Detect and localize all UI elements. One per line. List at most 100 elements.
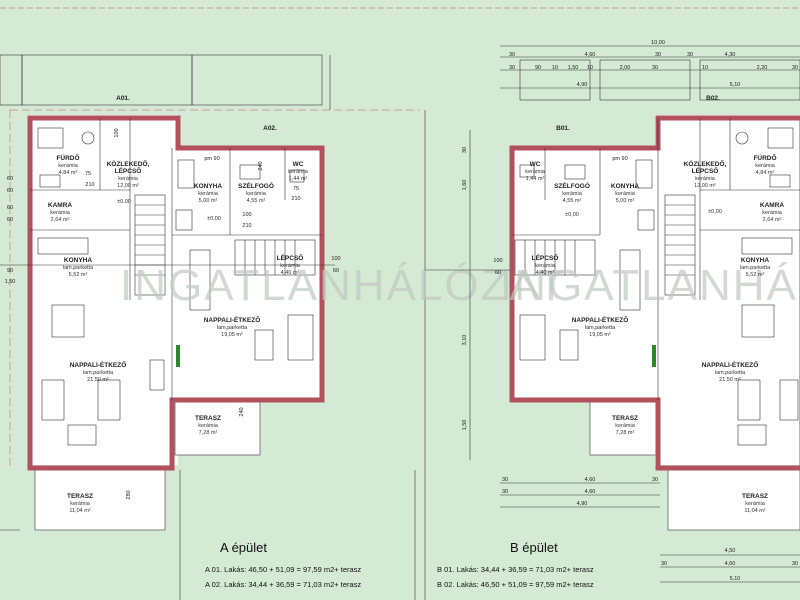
pm-90-a: pm 90 — [204, 156, 219, 162]
stairs-a — [134, 194, 316, 296]
dim-510-bot: 5,10 — [730, 576, 741, 582]
room-konyha-b2-area: 5,52 m² — [746, 272, 765, 278]
dim-100-c: 100 — [242, 212, 251, 218]
caption-b01: B 01. Lakás: 34,44 + 36,59 = 71,03 m2+ t… — [437, 565, 594, 574]
dim-240-t: 240 — [239, 407, 245, 416]
dim-10a: 10 — [552, 65, 558, 71]
room-wc-b: WC — [530, 161, 541, 168]
room-furdo-a-area: 4,84 m² — [59, 170, 78, 176]
watermark-b: INGATLANHÁLÓZAT — [500, 261, 800, 310]
dim-160: 1,60 — [462, 180, 468, 191]
room-wc-a: WC — [293, 161, 304, 168]
dim-490-bot: 4,90 — [577, 501, 588, 507]
room-nappali-a-area: 21,50 m² — [87, 377, 109, 383]
level-b1: ±0,00 — [565, 212, 579, 218]
dim-75a: 75 — [85, 171, 91, 177]
room-kozlekedo-b: KÖZLEKEDŐ, — [684, 159, 727, 168]
unit-b02: B02. — [706, 95, 720, 102]
dim-310: 3,10 — [462, 335, 468, 346]
room-terasz-a-area: 11,04 m² — [69, 508, 90, 514]
room-kamra-a-area: 2,64 m² — [51, 217, 70, 223]
dim-450: 4,50 — [725, 548, 736, 554]
room-lepcso-a2-area: 4,40 m² — [281, 270, 300, 276]
room-lepcso-b1-floor: kerámia — [535, 263, 556, 269]
room-wc-a-area: 1,44 m² — [289, 176, 308, 182]
room-terasz-b1: TERASZ — [612, 415, 638, 422]
level-a1: ±0,00 — [117, 199, 131, 205]
caption-a01: A 01. Lakás: 46,50 + 51,09 = 97,59 m2+ t… — [205, 565, 361, 574]
pm-90-b: pm 90 — [612, 156, 627, 162]
dim-460-bot2: 4,60 — [585, 489, 596, 495]
dim-30-b2: 30 — [661, 561, 667, 567]
room-furdo-b-floor: kerámia — [755, 163, 776, 169]
room-kamra-a-floor: kerámia — [50, 210, 71, 216]
dim-100-b: 100 — [493, 258, 502, 264]
dim-60-l3: 60 — [7, 205, 13, 211]
dim-10c: 10 — [702, 65, 708, 71]
dim-60-b: 60 — [495, 270, 501, 276]
furniture-b — [519, 127, 799, 446]
building-a-plan — [27, 115, 325, 531]
room-nappali-a: NAPPALI-ÉTKEZŐ — [70, 360, 127, 369]
room-terasz-b2-floor: kerámia — [745, 501, 766, 507]
caption-b02: B 02. Lakás: 46,50 + 51,09 = 97,59 m2+ t… — [437, 580, 594, 589]
dim-60-l4: 60 — [7, 217, 13, 223]
room-furdo-b: FÜRDŐ — [753, 153, 776, 162]
dim-10b: 10 — [587, 65, 593, 71]
room-nappali-a-floor: lam.parketta — [83, 370, 114, 376]
room-terasz-a-floor: kerámia — [70, 501, 91, 507]
room-wc-a-floor: kerámia — [288, 169, 309, 175]
room-konyha-b2: KONYHA — [741, 257, 769, 264]
room-nappali-a2-area: 19,05 m² — [221, 332, 243, 338]
dim-90-l: 90 — [7, 268, 13, 274]
caption-building-b: B épület — [510, 540, 558, 555]
room-nappali-b1-area: 19,05 m² — [589, 332, 611, 338]
room-terasz-b1-floor: kerámia — [615, 423, 636, 429]
room-kozl-a-area: 12,00 m² — [117, 183, 139, 189]
unit-b01: B01. — [556, 125, 570, 132]
dim-150: 1,50 — [568, 65, 579, 71]
room-konyha-b1: KONYHA — [611, 183, 639, 190]
dim-150-side: 1,50 — [462, 420, 468, 431]
dim-100-door: 100 — [114, 128, 120, 137]
room-szelfogo-a-area: 4,55 m² — [247, 198, 266, 204]
room-lepcso-b1: LÉPCSŐ — [532, 253, 559, 262]
dim-30-bot1: 30 — [502, 477, 508, 483]
room-konyha-a-area: 5,52 m² — [69, 272, 88, 278]
dim-30b: 30 — [655, 52, 661, 58]
room-wc-b-floor: kerámia — [525, 169, 546, 175]
dimensions-top: 10,00 4,60 4,30 30 30 30 30 90 10 1,50 1… — [500, 40, 800, 89]
room-kozl-a-floor: kerámia — [118, 176, 139, 182]
stairs-b — [514, 194, 696, 296]
room-nappali-b1: NAPPALI-ÉTKEZŐ — [572, 315, 629, 324]
dim-total: 10,00 — [651, 40, 665, 46]
room-nappali-a2-floor: lam.parketta — [217, 325, 248, 331]
dim-280-t: 280 — [126, 490, 132, 499]
room-nappali-a2: NAPPALI-ÉTKEZŐ — [204, 315, 261, 324]
dim-490: 4,90 — [577, 82, 588, 88]
dim-60-a: 60 — [333, 268, 339, 274]
dim-210b: 210 — [291, 196, 300, 202]
room-kamra-b-floor: kerámia — [762, 210, 783, 216]
room-lepcso-b1-area: 4,40 m² — [536, 270, 555, 276]
room-szelfogo-b-floor: kerámia — [562, 191, 583, 197]
dim-30-bot3: 30 — [652, 477, 658, 483]
unit-a01: A01. — [116, 95, 130, 102]
room-lepcso-a: LÉPCSŐ — [115, 166, 142, 175]
dim-30a: 30 — [509, 52, 515, 58]
dim-510: 5,10 — [730, 82, 741, 88]
room-szelfogo-a: SZÉLFOGÓ — [238, 181, 274, 190]
room-lepcso-a2: LÉPCSŐ — [277, 253, 304, 262]
dim-75b: 75 — [293, 186, 299, 192]
room-lepcso-b: LÉPCSŐ — [692, 166, 719, 175]
dim-30c: 30 — [687, 52, 693, 58]
room-dims-a: 100 75 210 240 100 210 75 210 240 280 pm… — [85, 128, 628, 499]
room-szelfogo-b-area: 4,55 m² — [563, 198, 582, 204]
dim-30d: 30 — [509, 65, 515, 71]
room-furdo-a-floor: kerámia — [58, 163, 79, 169]
dim-210a: 210 — [85, 182, 94, 188]
dim-460-bot1: 4,60 — [585, 477, 596, 483]
room-lepcso-a2-floor: kerámia — [280, 263, 301, 269]
room-konyha-b1-floor: kerámia — [615, 191, 636, 197]
